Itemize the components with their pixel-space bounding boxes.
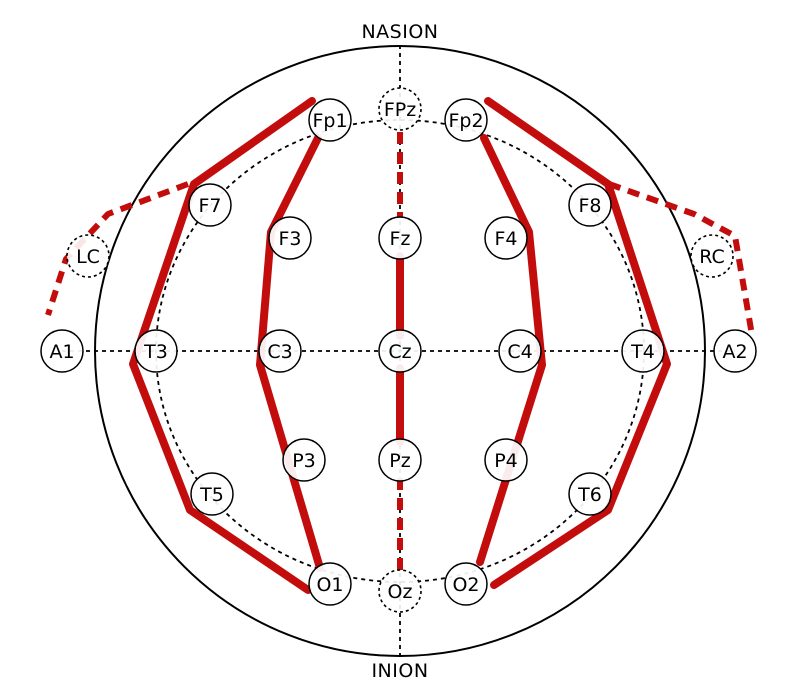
electrode-circle xyxy=(444,98,488,142)
electrode-a1: A1 xyxy=(40,329,84,373)
electrode-f4: F4 xyxy=(484,216,528,260)
electrode-circle xyxy=(484,216,528,260)
electrode-circle xyxy=(568,183,612,227)
electrode-label: A2 xyxy=(722,341,747,363)
chain-right-temporal xyxy=(484,97,671,589)
electrode-o2: O2 xyxy=(444,562,488,606)
electrode-circle xyxy=(713,329,757,373)
electrode-f8: F8 xyxy=(568,183,612,227)
electrode-label: O2 xyxy=(452,574,479,596)
electrode-o1: O1 xyxy=(308,562,352,606)
electrode-t6: T6 xyxy=(568,472,612,516)
electrode-label: Fp2 xyxy=(448,110,483,132)
electrode-p3: P3 xyxy=(282,438,326,482)
electrode-cz: Cz xyxy=(378,329,422,373)
electrode-label: T5 xyxy=(199,484,224,506)
electrode-circle xyxy=(282,438,326,482)
electrode-fpz: FPz xyxy=(378,87,422,131)
electrode-label: F8 xyxy=(578,195,601,217)
electrode-circle xyxy=(378,438,422,482)
inion-label: INION xyxy=(371,660,428,682)
electrode-label: C3 xyxy=(267,341,292,363)
nasion-label: NASION xyxy=(361,21,438,43)
electrode-fz: Fz xyxy=(378,216,422,260)
electrode-a2: A2 xyxy=(713,329,757,373)
electrode-label: Cz xyxy=(388,341,411,363)
electrode-circle xyxy=(378,329,422,373)
electrode-p4: P4 xyxy=(484,438,528,482)
electrode-label: A1 xyxy=(49,341,74,363)
electrode-circle xyxy=(621,329,665,373)
electrode-circle xyxy=(190,472,234,516)
electrode-circle xyxy=(66,234,110,278)
electrode-circle xyxy=(484,438,528,482)
electrode-circle xyxy=(258,329,302,373)
electrode-fp1: Fp1 xyxy=(308,98,352,142)
electrode-circle xyxy=(268,216,312,260)
electrode-circle xyxy=(690,234,734,278)
electrode-circle xyxy=(134,329,178,373)
electrode-circle xyxy=(378,87,422,131)
electrode-label: Oz xyxy=(388,581,413,603)
chain-right-ear xyxy=(608,181,755,336)
electrode-circle xyxy=(308,98,352,142)
chain-left-ear xyxy=(45,181,190,316)
electrode-label: T3 xyxy=(143,341,168,363)
electrode-circle xyxy=(378,569,422,613)
electrode-lc: LC xyxy=(66,234,110,278)
electrode-t4: T4 xyxy=(621,329,665,373)
electrode-circle xyxy=(188,183,232,227)
electrode-label: P3 xyxy=(292,450,316,472)
electrode-c4: C4 xyxy=(498,329,542,373)
chain-left-temporal xyxy=(129,97,316,594)
electrode-circle xyxy=(568,472,612,516)
electrode-fp2: Fp2 xyxy=(444,98,488,142)
electrode-label: C4 xyxy=(507,341,532,363)
electrode-label: LC xyxy=(76,246,100,268)
electrode-label: F4 xyxy=(494,228,517,250)
electrode-label: Fp1 xyxy=(312,110,347,132)
electrode-label: FPz xyxy=(384,99,416,121)
electrode-rc: RC xyxy=(690,234,734,278)
electrode-label: P4 xyxy=(494,450,518,472)
electrode-label: RC xyxy=(699,246,725,268)
electrode-label: T4 xyxy=(630,341,655,363)
electrode-circle xyxy=(444,562,488,606)
electrode-label: F3 xyxy=(278,228,301,250)
electrode-t5: T5 xyxy=(190,472,234,516)
electrode-c3: C3 xyxy=(258,329,302,373)
electrode-f7: F7 xyxy=(188,183,232,227)
electrode-circle xyxy=(378,216,422,260)
electrode-pz: Pz xyxy=(378,438,422,482)
electrode-label: T6 xyxy=(577,484,602,506)
electrode-t3: T3 xyxy=(134,329,178,373)
electrode-circle xyxy=(40,329,84,373)
electrode-f3: F3 xyxy=(268,216,312,260)
electrode-label: Pz xyxy=(389,450,410,472)
electrode-label: O1 xyxy=(316,574,343,596)
electrode-label: F7 xyxy=(198,195,221,217)
electrode-label: Fz xyxy=(390,228,411,250)
electrode-circle xyxy=(308,562,352,606)
electrode-oz: Oz xyxy=(378,569,422,613)
electrode-circle xyxy=(498,329,542,373)
